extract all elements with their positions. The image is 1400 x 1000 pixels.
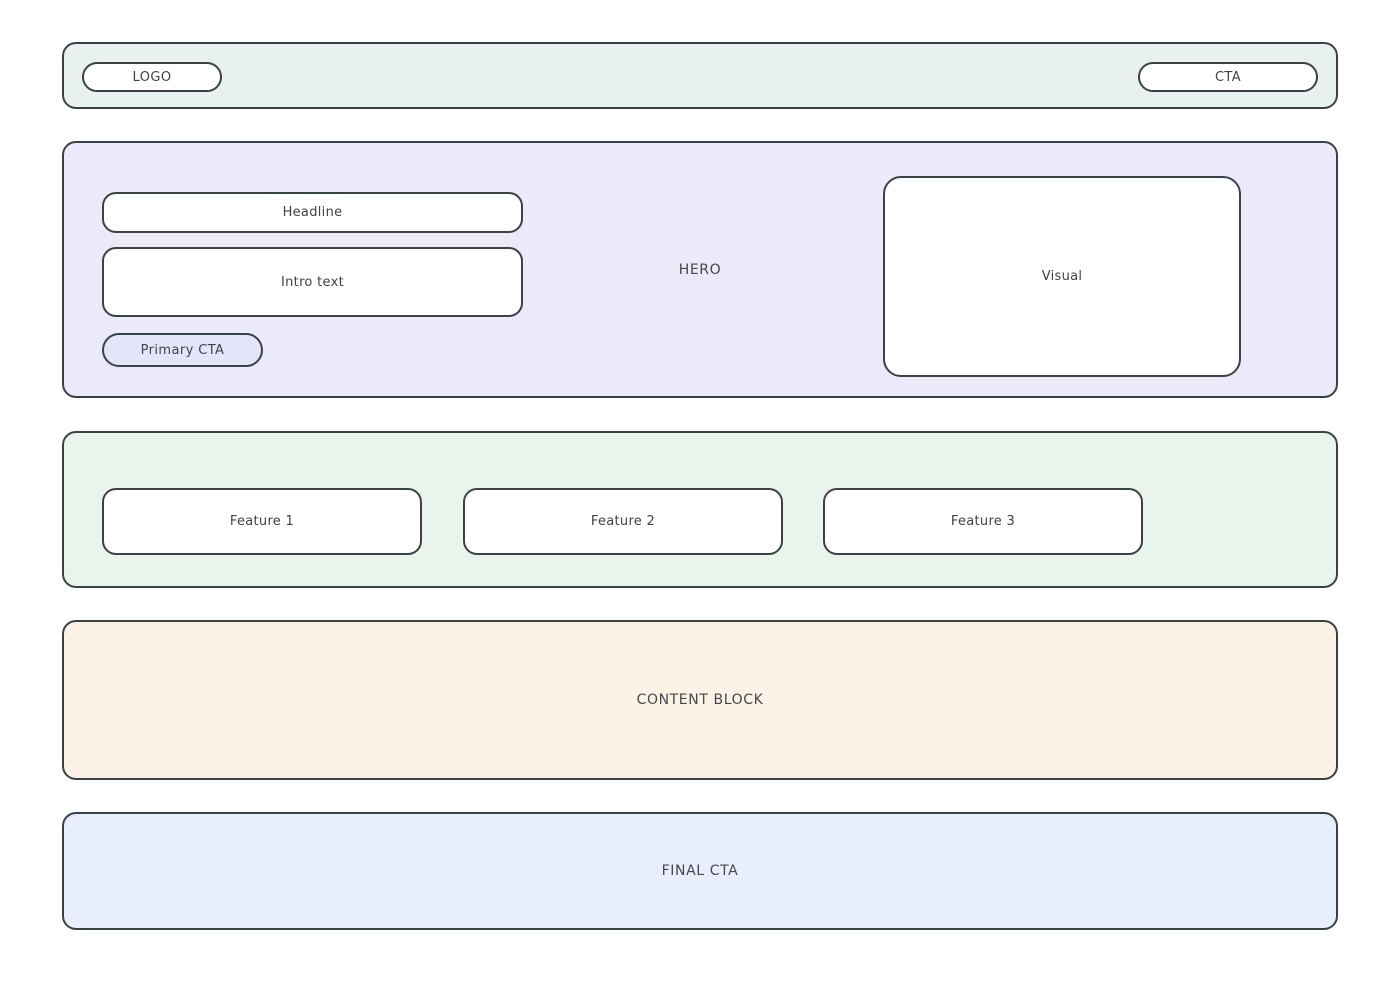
hero-section: Headline Intro text Primary CTA HERO Vis… — [62, 141, 1338, 398]
final-cta-section: FINAL CTA — [62, 812, 1338, 930]
intro-text-placeholder: Intro text — [102, 247, 523, 317]
content-block-section: CONTENT BLOCK — [62, 620, 1338, 780]
final-cta-label: FINAL CTA — [661, 863, 739, 879]
headline-label: Headline — [282, 205, 343, 220]
hero-visual-placeholder: Visual — [883, 176, 1241, 377]
logo-label: LOGO — [132, 69, 172, 85]
primary-cta-button[interactable]: Primary CTA — [102, 333, 263, 367]
features-section: Feature 1 Feature 2 Feature 3 — [62, 431, 1338, 588]
hero-section-label: HERO — [678, 261, 722, 278]
feature-2-label: Feature 2 — [590, 514, 656, 529]
header-section: LOGO CTA — [62, 42, 1338, 109]
feature-1-label: Feature 1 — [229, 514, 295, 529]
header-cta-button[interactable]: CTA — [1138, 62, 1318, 92]
primary-cta-label: Primary CTA — [140, 342, 225, 358]
intro-text-label: Intro text — [281, 274, 344, 290]
headline-placeholder: Headline — [102, 192, 523, 233]
feature-card-1: Feature 1 — [102, 488, 422, 555]
feature-3-label: Feature 3 — [950, 514, 1016, 529]
logo-placeholder: LOGO — [82, 62, 222, 92]
content-block-label: CONTENT BLOCK — [636, 692, 764, 708]
feature-card-3: Feature 3 — [823, 488, 1143, 555]
feature-card-2: Feature 2 — [463, 488, 783, 555]
hero-visual-label: Visual — [1041, 269, 1083, 284]
header-cta-label: CTA — [1214, 69, 1242, 85]
